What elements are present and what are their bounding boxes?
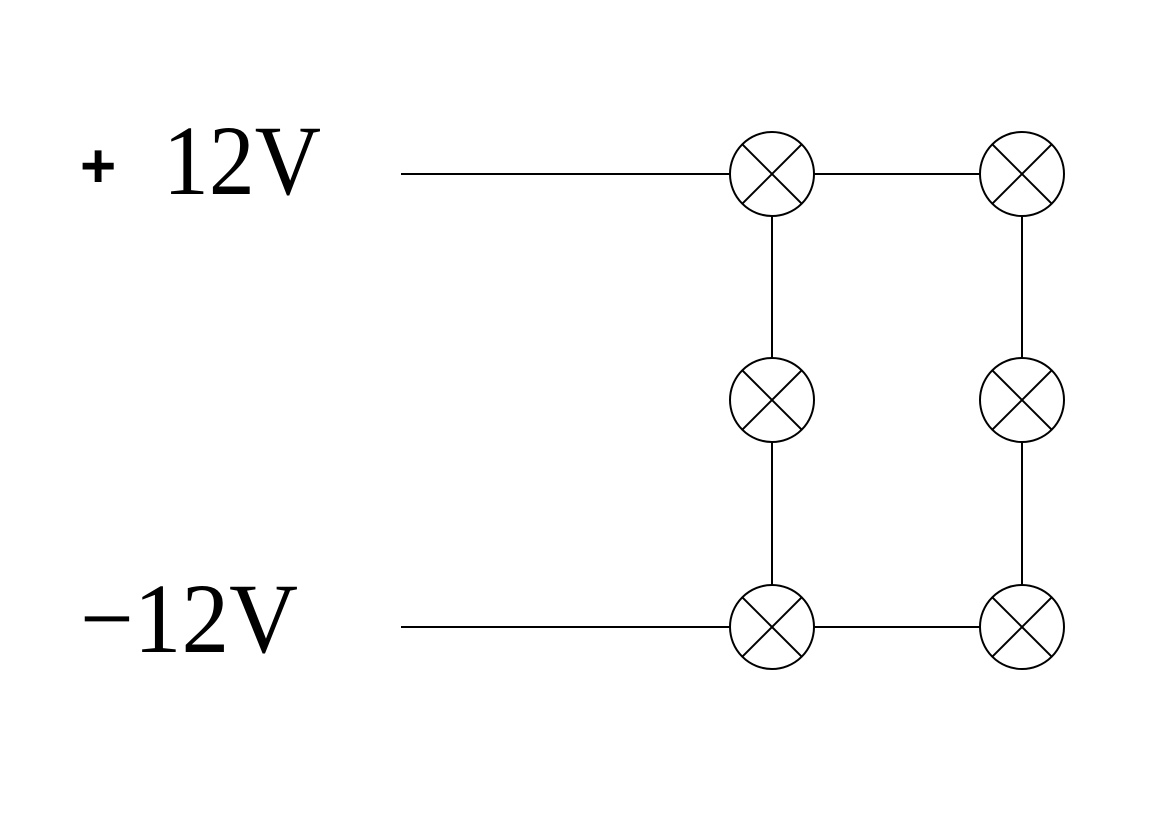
negative-voltage-label: −12V [80, 563, 298, 674]
lamp-top-right-icon [979, 131, 1065, 217]
lamp-middle-left-icon [729, 357, 815, 443]
lamp-bottom-left-icon [729, 584, 815, 670]
positive-sign: + [80, 132, 116, 201]
positive-voltage-label: 12V [163, 105, 321, 216]
lamp-top-left-icon [729, 131, 815, 217]
lamp-bottom-right-icon [979, 584, 1065, 670]
lamp-middle-right-icon [979, 357, 1065, 443]
